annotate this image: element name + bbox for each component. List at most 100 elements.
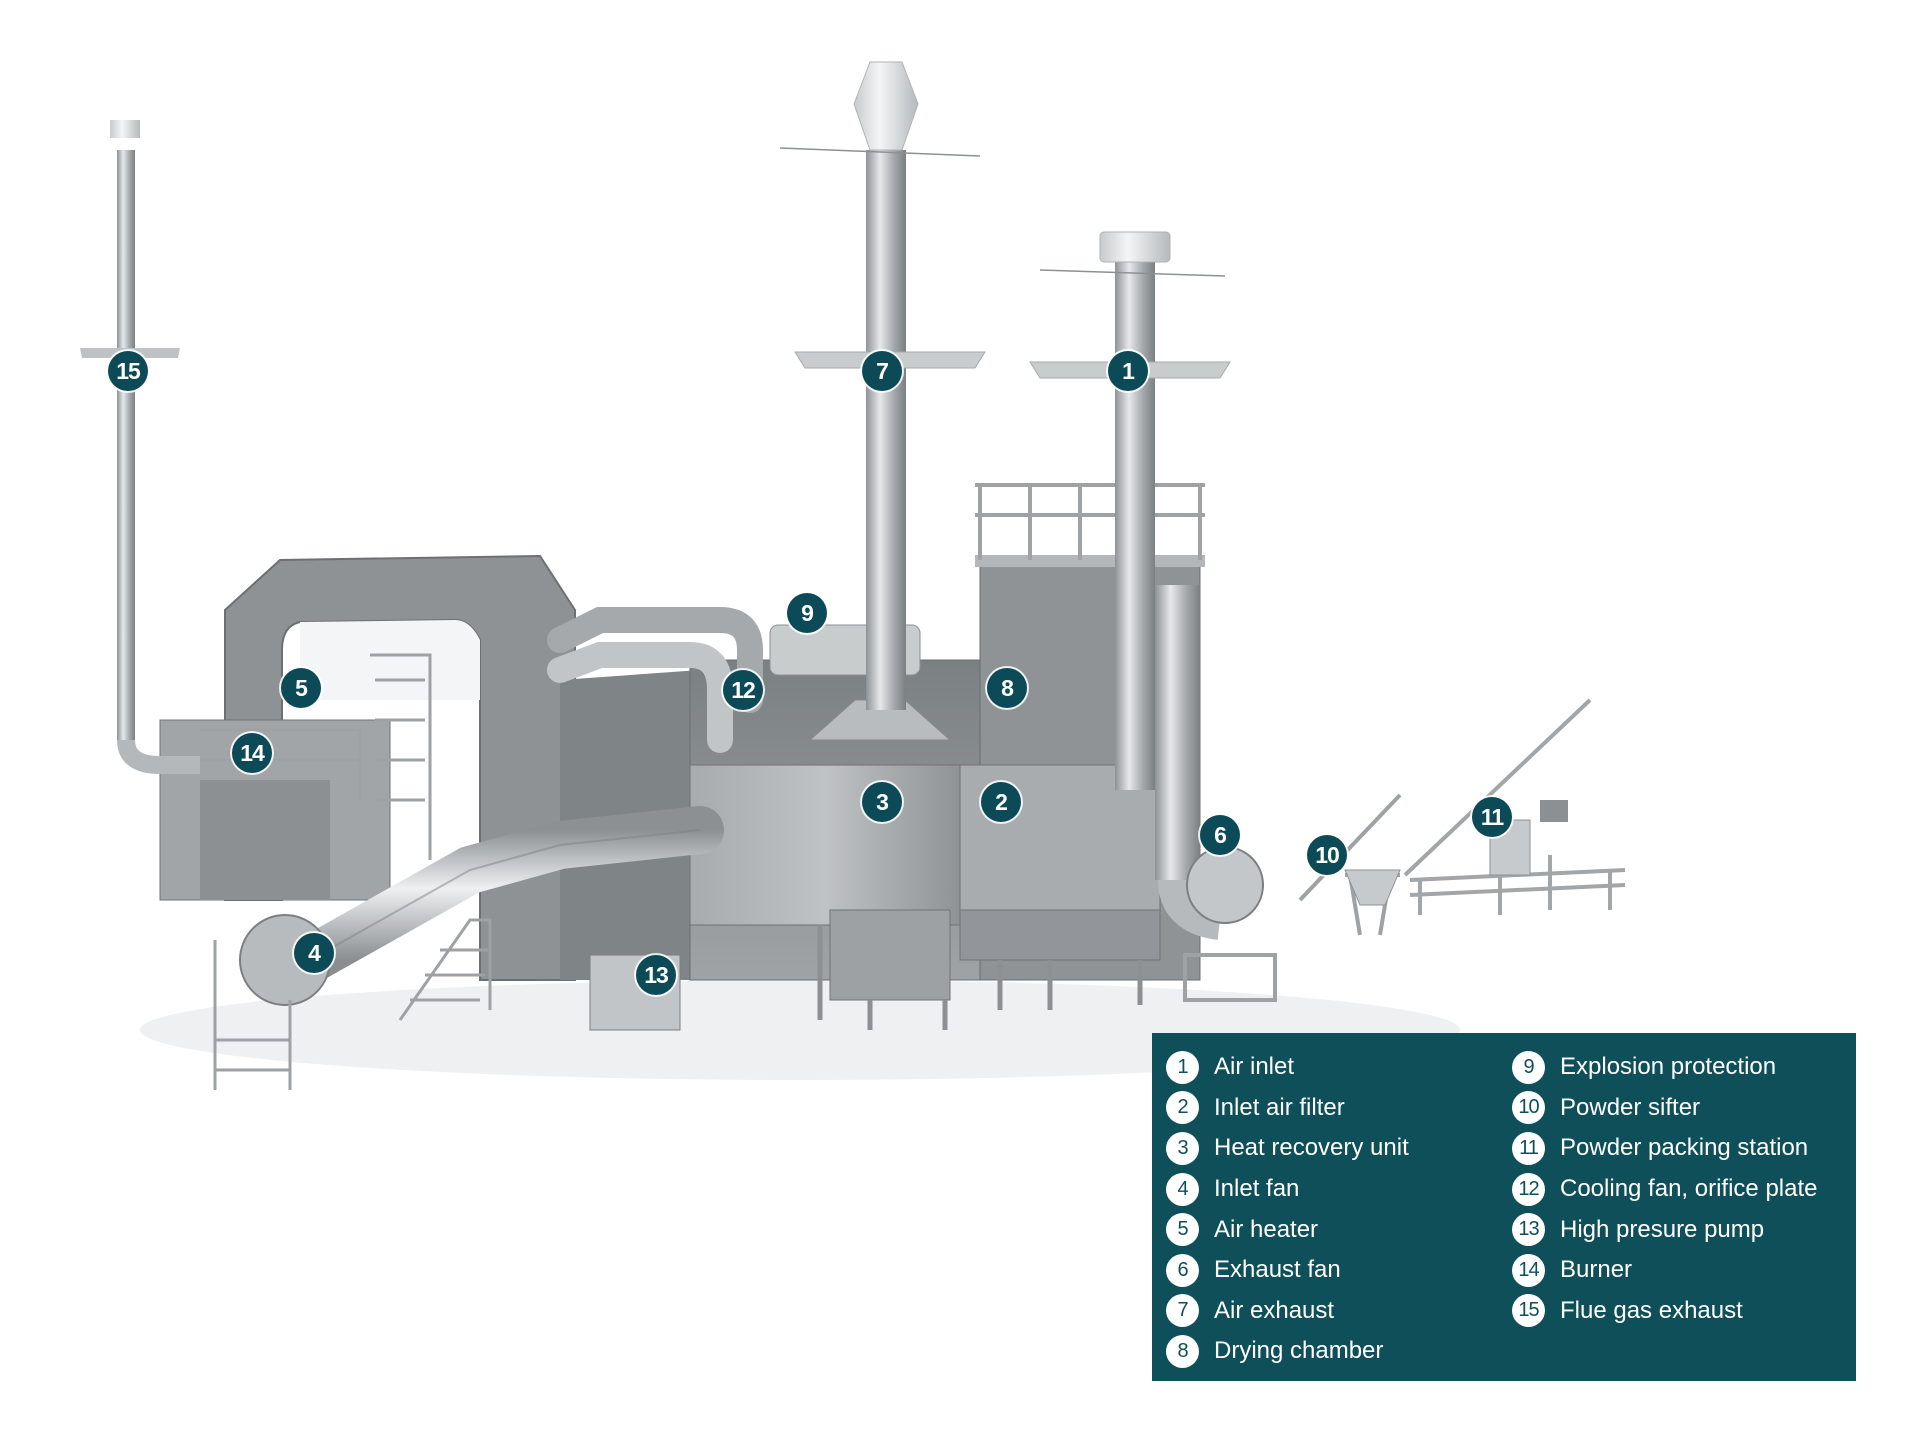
legend-number: 9 bbox=[1512, 1050, 1545, 1084]
marker-number: 13 bbox=[644, 961, 669, 988]
legend-item: 4 Inlet fan bbox=[1166, 1169, 1409, 1210]
marker-number: 9 bbox=[801, 599, 814, 626]
air-inlet-cap bbox=[1099, 231, 1171, 263]
marker-number: 3 bbox=[876, 788, 889, 815]
flue-gas-stack bbox=[117, 150, 135, 740]
packing-station-panel bbox=[1540, 800, 1568, 822]
marker-inlet-air-filter: 2 bbox=[981, 782, 1021, 822]
marker-number: 11 bbox=[1480, 803, 1504, 830]
legend-column-right: 9 Explosion protection 10 Powder sifter 11… bbox=[1512, 1047, 1817, 1331]
legend-number: 8 bbox=[1166, 1334, 1199, 1368]
marker-number: 10 bbox=[1315, 841, 1340, 868]
marker-heat-recovery-unit: 3 bbox=[862, 782, 902, 822]
cyclone-cylinder bbox=[1155, 585, 1200, 880]
marker-powder-sifter: 10 bbox=[1307, 835, 1347, 875]
legend-label: Air exhaust bbox=[1214, 1296, 1335, 1324]
legend-label: Exhaust fan bbox=[1214, 1256, 1341, 1284]
exhaust-fan-housing bbox=[1186, 846, 1264, 924]
air-exhaust-guy-wire bbox=[779, 147, 981, 157]
legend-item: 2 Inlet air filter bbox=[1166, 1088, 1409, 1129]
flue-gas-bend bbox=[117, 739, 200, 774]
legend-number: 11 bbox=[1512, 1131, 1545, 1165]
legend-number: 10 bbox=[1512, 1091, 1545, 1125]
flue-gas-cap bbox=[110, 120, 140, 138]
hru-lower bbox=[829, 909, 951, 1001]
legend-label: High presure pump bbox=[1560, 1215, 1765, 1243]
marker-air-exhaust: 7 bbox=[862, 351, 902, 391]
marker-number: 2 bbox=[995, 788, 1008, 815]
marker-number: 4 bbox=[308, 939, 321, 966]
legend-label: Burner bbox=[1560, 1256, 1633, 1284]
legend-number: 7 bbox=[1166, 1294, 1199, 1328]
legend-number: 2 bbox=[1166, 1091, 1199, 1125]
legend-number: 12 bbox=[1512, 1172, 1545, 1206]
marker-number: 5 bbox=[295, 674, 308, 701]
air-heater-housing-inner bbox=[300, 620, 480, 700]
legend-number: 6 bbox=[1166, 1253, 1199, 1287]
legend-item: 6 Exhaust fan bbox=[1166, 1250, 1409, 1291]
marker-inlet-fan: 4 bbox=[294, 933, 334, 973]
legend-number: 15 bbox=[1512, 1294, 1545, 1328]
marker-number: 8 bbox=[1001, 674, 1014, 701]
air-exhaust-stack bbox=[866, 150, 906, 710]
legend-item: 10 Powder sifter bbox=[1512, 1088, 1817, 1129]
powder-packing-station bbox=[1403, 698, 1626, 915]
legend-number: 5 bbox=[1166, 1213, 1199, 1247]
exhaust-fan-stand bbox=[1183, 953, 1277, 1002]
legend-item: 13 High presure pump bbox=[1512, 1209, 1817, 1250]
legend-label: Explosion protection bbox=[1560, 1053, 1777, 1081]
legend-number: 13 bbox=[1512, 1213, 1545, 1247]
air-exhaust-cap bbox=[853, 61, 919, 151]
marker-high-pressure-pump: 13 bbox=[636, 955, 676, 995]
marker-burner: 14 bbox=[232, 733, 272, 773]
heat-recovery-unit bbox=[689, 764, 961, 926]
floor-shadow bbox=[140, 980, 1460, 1080]
powder-sifter-hopper bbox=[1344, 869, 1401, 906]
marker-powder-packing-station: 11 bbox=[1472, 797, 1512, 837]
marker-number: 6 bbox=[1214, 821, 1227, 848]
legend-label: Cooling fan, orifice plate bbox=[1560, 1175, 1818, 1203]
legend-label: Air heater bbox=[1214, 1215, 1319, 1243]
upper-ducts bbox=[547, 607, 763, 753]
marker-exhaust-fan: 6 bbox=[1200, 815, 1240, 855]
legend-item: 9 Explosion protection bbox=[1512, 1047, 1817, 1088]
legend-label: Heat recovery unit bbox=[1214, 1134, 1409, 1162]
marker-drying-chamber: 8 bbox=[987, 668, 1027, 708]
filter-lower bbox=[959, 909, 1161, 961]
marker-explosion-protection: 9 bbox=[787, 593, 827, 633]
legend-label: Flue gas exhaust bbox=[1560, 1296, 1743, 1324]
legend-label: Inlet fan bbox=[1214, 1175, 1300, 1203]
roof-railing bbox=[975, 483, 1205, 560]
air-inlet-stack bbox=[1115, 260, 1155, 790]
legend-item: 5 Air heater bbox=[1166, 1209, 1409, 1250]
legend-item: 15 Flue gas exhaust bbox=[1512, 1291, 1817, 1332]
marker-air-heater: 5 bbox=[281, 668, 321, 708]
legend-number: 3 bbox=[1166, 1131, 1199, 1165]
marker-number: 12 bbox=[731, 676, 756, 703]
unit-legs bbox=[817, 925, 1143, 1030]
marker-air-inlet: 1 bbox=[1108, 351, 1148, 391]
stairs-and-rails bbox=[200, 653, 492, 1090]
marker-cooling-fan-orifice-plate: 12 bbox=[723, 670, 763, 710]
tower-roof bbox=[975, 555, 1205, 567]
legend-number: 1 bbox=[1166, 1050, 1199, 1084]
marker-flue-gas-exhaust: 15 bbox=[108, 351, 148, 391]
legend-label: Powder sifter bbox=[1560, 1093, 1701, 1121]
marker-number: 15 bbox=[116, 357, 141, 384]
air-inlet-guy-wire bbox=[1039, 269, 1226, 277]
legend-item: 3 Heat recovery unit bbox=[1166, 1128, 1409, 1169]
marker-number: 7 bbox=[876, 357, 889, 384]
legend-item: 12 Cooling fan, orifice plate bbox=[1512, 1169, 1817, 1210]
marker-number: 14 bbox=[240, 739, 265, 766]
marker-number: 1 bbox=[1122, 357, 1135, 384]
legend-number: 4 bbox=[1166, 1172, 1199, 1206]
legend-label: Inlet air filter bbox=[1214, 1093, 1345, 1121]
legend-item: 7 Air exhaust bbox=[1166, 1291, 1409, 1332]
